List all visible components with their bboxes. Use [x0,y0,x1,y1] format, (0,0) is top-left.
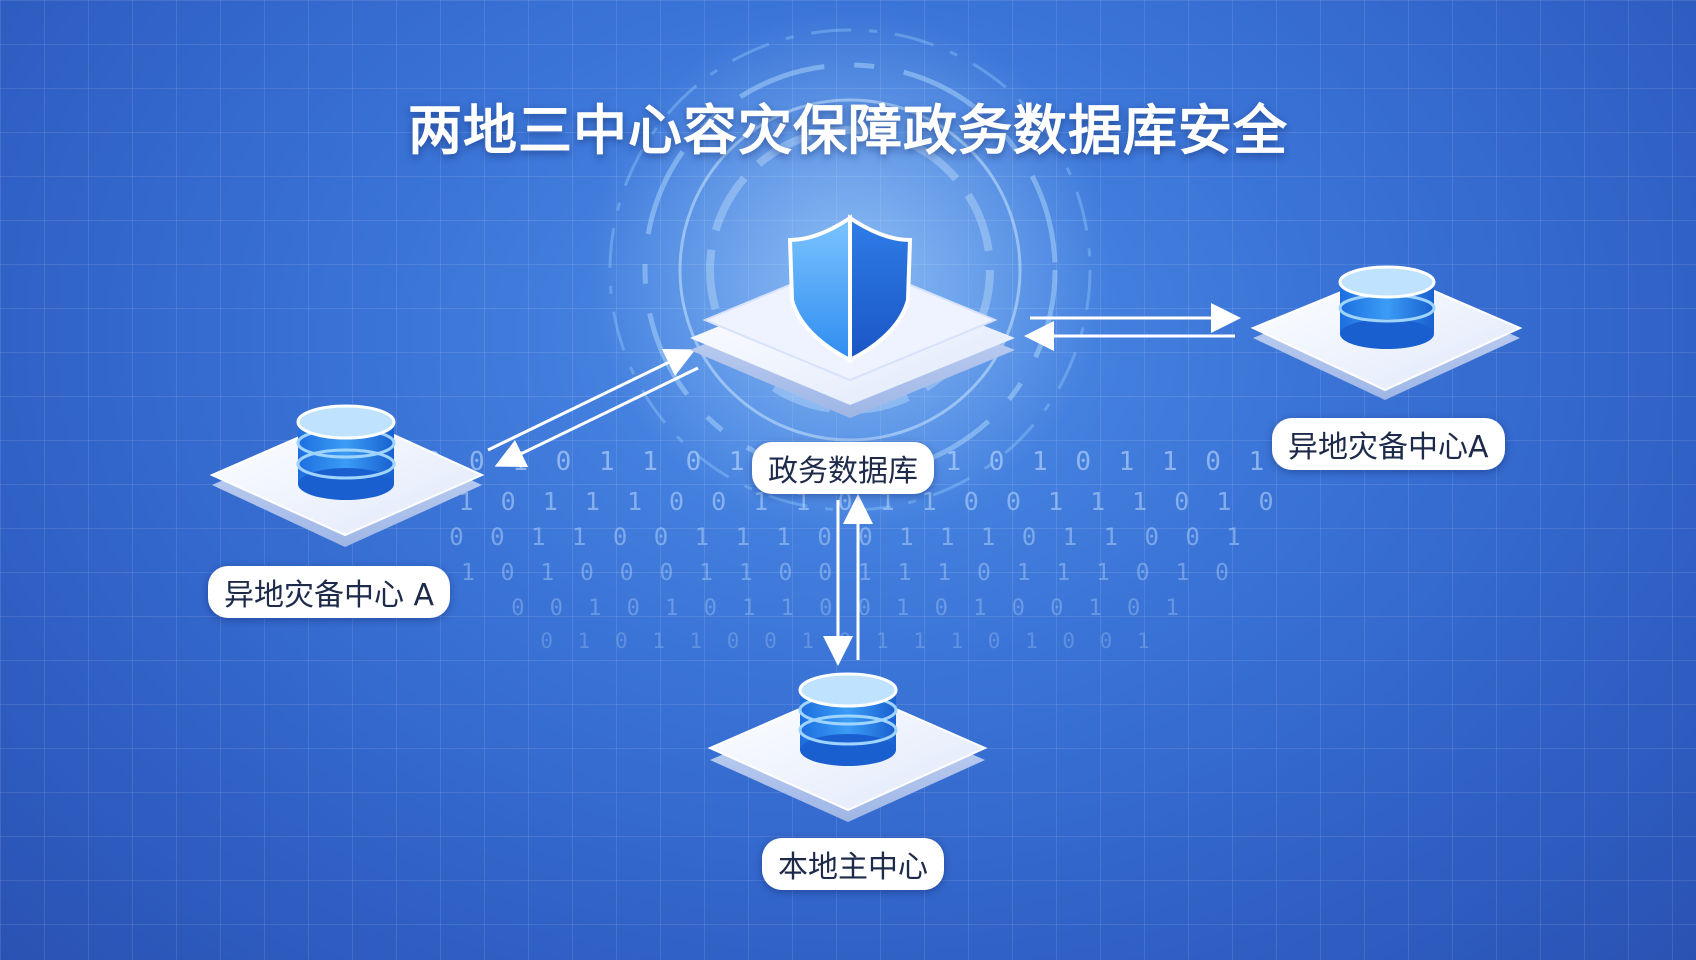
connector-left [487,348,699,468]
center-node [690,214,1015,418]
shield-icon [787,214,913,364]
binary-row: 0 0 1 0 1 0 1 1 0 0 1 0 1 0 0 1 0 1 [511,596,1185,621]
remote-left-label: 异地灾备中心 A [208,566,451,618]
database-icon [798,672,898,766]
page-title: 两地三中心容灾保障政务数据库安全 [408,99,1288,162]
connector-right [1024,303,1241,351]
binary-row: 1 0 1 0 0 0 1 1 0 0 1 1 1 0 1 1 1 0 1 0 [461,560,1235,586]
center-label: 政务数据库 [752,442,934,494]
local-label: 本地主中心 [762,838,944,890]
remote-left-node [209,404,485,547]
connector-bottom [823,494,873,666]
database-icon [296,404,396,500]
database-icon [1338,265,1436,349]
local-node [707,672,988,822]
remote-right-label: 异地灾备中心A [1272,418,1505,470]
remote-right-node [1250,265,1523,400]
